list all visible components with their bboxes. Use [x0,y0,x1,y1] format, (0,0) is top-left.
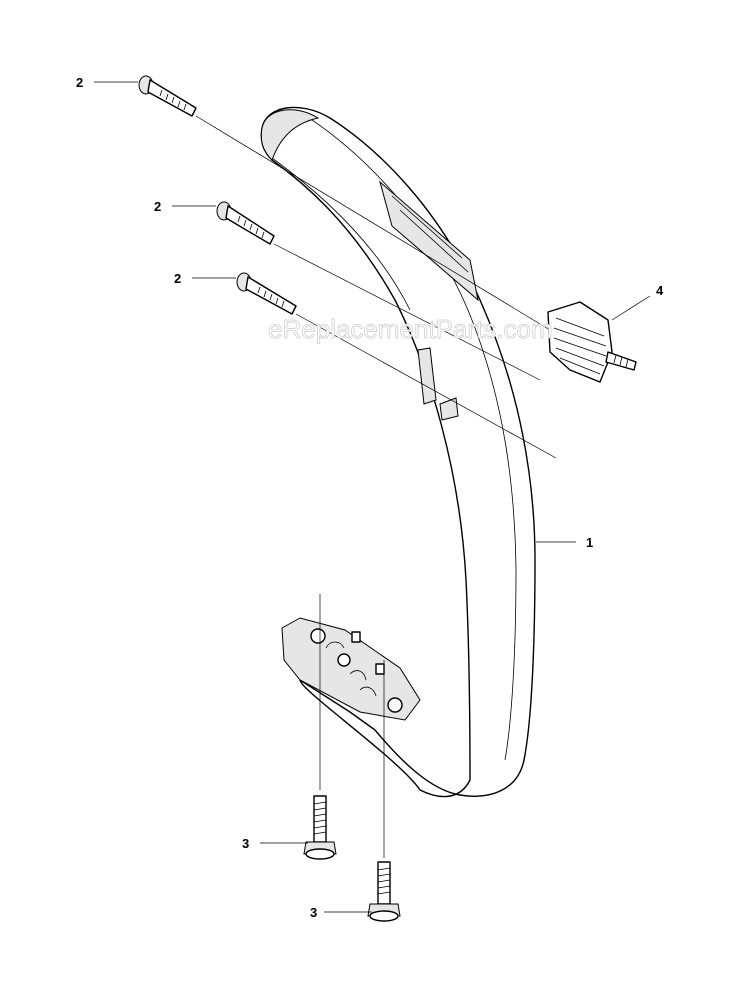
watermark: eReplacementParts.com [268,314,553,344]
callout-2-top: 2 [76,75,83,90]
screw-top [138,75,197,117]
callout-2-middle: 2 [154,199,161,214]
spring [547,301,637,383]
callout-4-spring: 4 [656,283,664,298]
screw-middle [216,201,275,245]
callout-1-handle: 1 [586,535,593,550]
bolt-right [367,861,401,922]
bolt-left [303,795,337,860]
callout-3-right: 3 [310,905,317,920]
callout-2-lower: 2 [174,271,181,286]
callout-leaders [94,81,651,913]
callout-3-left: 3 [242,836,249,851]
front-handle [260,106,536,798]
assembly-lines [195,115,557,858]
screw-lower [236,272,297,315]
